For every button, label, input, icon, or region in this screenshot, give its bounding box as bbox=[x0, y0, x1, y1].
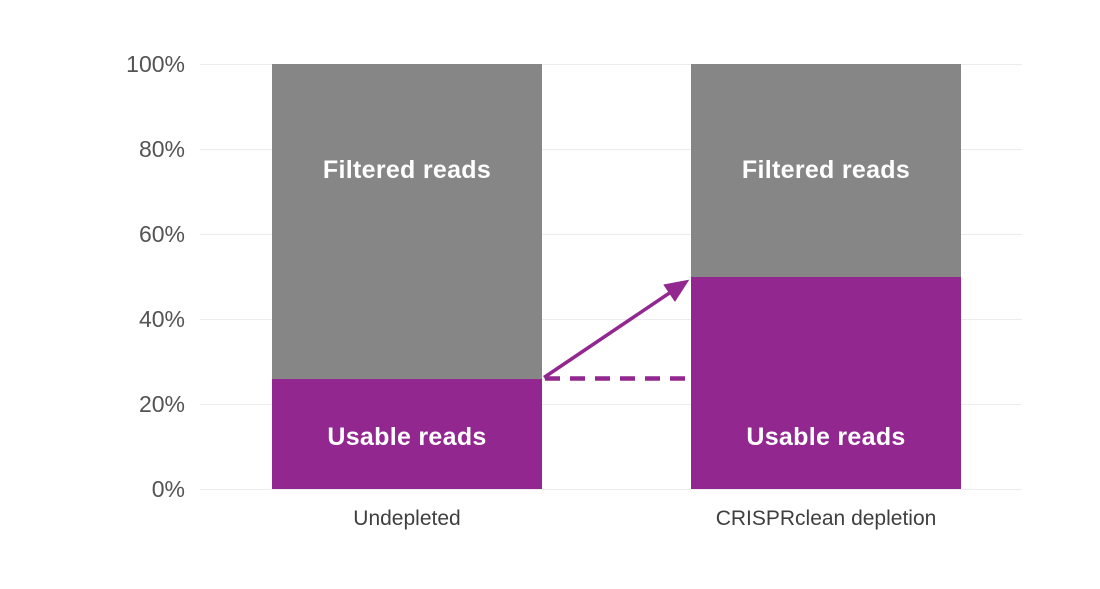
bar-crisprclean bbox=[691, 64, 961, 489]
gridline-0 bbox=[200, 489, 1022, 490]
y-tick-label: 20% bbox=[138, 391, 185, 417]
gridline-60 bbox=[200, 234, 1022, 235]
x-label-crisprclean: CRISPRclean depletion bbox=[715, 507, 937, 530]
y-tick-label: 60% bbox=[138, 221, 185, 247]
gridline-100 bbox=[200, 64, 1022, 65]
y-tick-label: 100% bbox=[126, 51, 185, 77]
usable-reads-label: Usable reads bbox=[746, 423, 906, 451]
filtered-reads-label: Filtered reads bbox=[322, 156, 492, 184]
bar-segment-usable bbox=[272, 378, 542, 489]
filtered-reads-label: Filtered reads bbox=[741, 156, 911, 184]
bar-segment-filtered bbox=[272, 64, 542, 379]
bar-undepleted bbox=[272, 64, 542, 489]
x-label-undepleted: Undepleted bbox=[353, 507, 461, 530]
usable-reads-label: Usable reads bbox=[327, 423, 487, 451]
y-tick-label: 40% bbox=[138, 306, 185, 332]
bar-segment-filtered bbox=[691, 64, 961, 277]
gridline-20 bbox=[200, 404, 1022, 405]
gridline-80 bbox=[200, 149, 1022, 150]
y-tick-label: 0% bbox=[151, 476, 185, 502]
bar-segment-usable bbox=[691, 276, 961, 489]
y-tick-label: 80% bbox=[138, 136, 185, 162]
increase-arrow bbox=[543, 279, 690, 379]
